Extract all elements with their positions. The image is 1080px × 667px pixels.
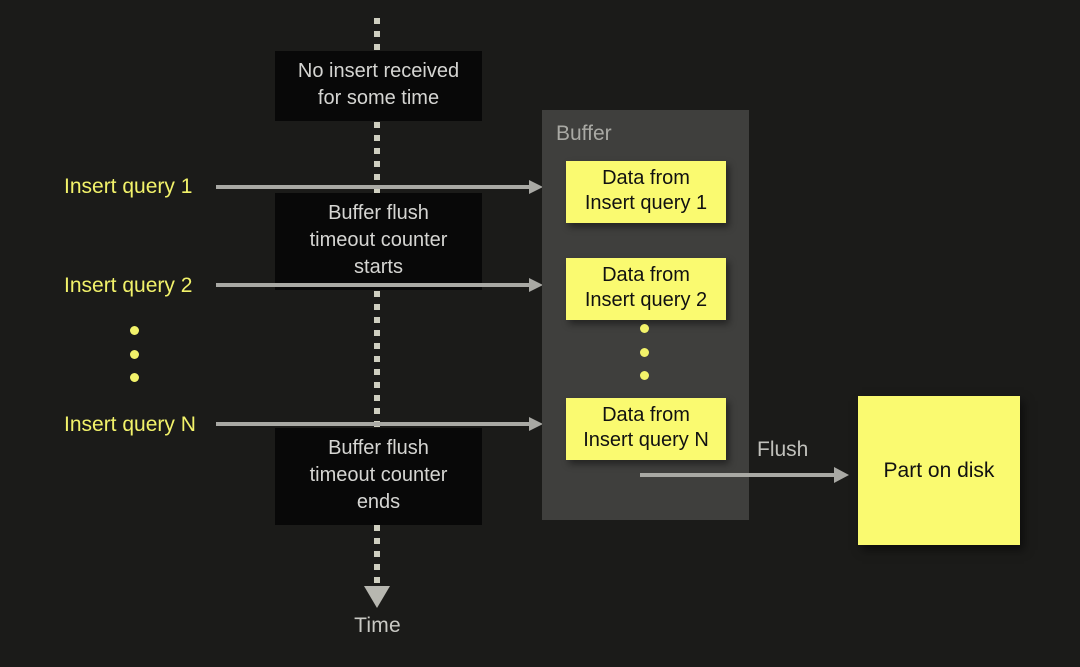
- ellipsis-dots-queries: [130, 326, 139, 382]
- label-flush: Flush: [757, 438, 809, 461]
- time-axis-dotted-line: [374, 18, 380, 588]
- note-no-insert-received: No insert received for some time: [275, 51, 482, 121]
- ellipsis-dot: [130, 349, 139, 359]
- arrow-head-icon: [529, 417, 543, 431]
- ellipsis-dot: [640, 347, 649, 357]
- chip-data-from-insert-query-1: Data from Insert query 1: [566, 161, 726, 223]
- ellipsis-dot: [130, 373, 139, 382]
- arrow-head-icon: [834, 467, 849, 483]
- arrow-head-icon: [529, 278, 543, 292]
- ellipsis-dot: [640, 324, 649, 333]
- chip-data-from-insert-query-n: Data from Insert query N: [566, 398, 726, 460]
- chip-data-from-insert-query-2: Data from Insert query 2: [566, 258, 726, 320]
- ellipsis-dot: [130, 326, 139, 335]
- note-buffer-flush-timeout-starts: Buffer flush timeout counter starts: [275, 193, 482, 290]
- arrow-insert-query-1-to-buffer: [216, 177, 543, 197]
- label-insert-query-2: Insert query 2: [64, 274, 193, 297]
- label-insert-query-1: Insert query 1: [64, 175, 193, 198]
- part-on-disk-box: Part on disk: [858, 396, 1020, 545]
- buffer-title: Buffer: [556, 122, 612, 145]
- time-axis-arrowhead-icon: [364, 586, 390, 608]
- arrow-shaft: [640, 473, 835, 477]
- arrow-shaft: [216, 283, 530, 287]
- ellipsis-dots-buffer: [640, 324, 649, 380]
- arrow-buffer-to-part-on-disk: [640, 465, 849, 485]
- note-buffer-flush-timeout-ends: Buffer flush timeout counter ends: [275, 428, 482, 525]
- arrow-shaft: [216, 422, 530, 426]
- arrow-insert-query-2-to-buffer: [216, 275, 543, 295]
- label-insert-query-n: Insert query N: [64, 413, 196, 436]
- ellipsis-dot: [640, 371, 649, 380]
- arrow-head-icon: [529, 180, 543, 194]
- arrow-shaft: [216, 185, 530, 189]
- time-axis-label: Time: [354, 614, 401, 637]
- arrow-insert-query-n-to-buffer: [216, 414, 543, 434]
